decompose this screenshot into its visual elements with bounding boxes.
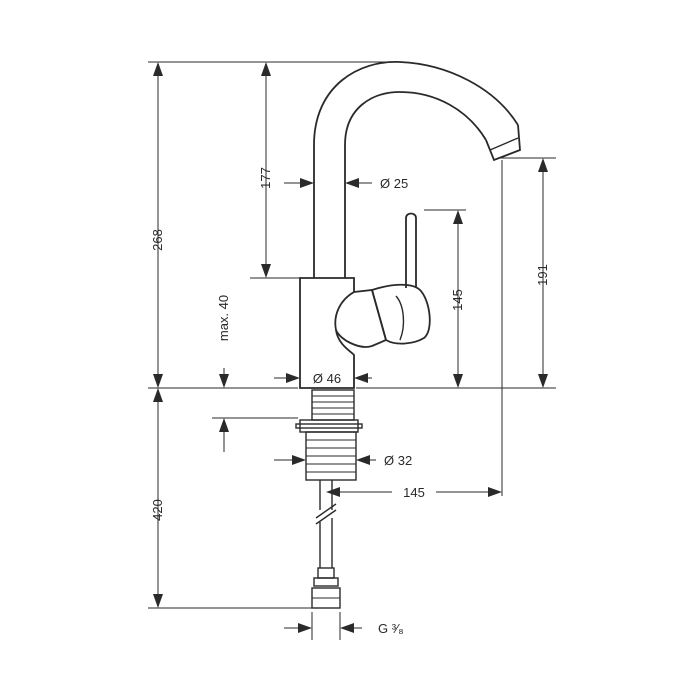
thread-shank [295, 389, 363, 481]
spout-outer [313, 61, 519, 278]
faucet-outline [295, 61, 521, 609]
lever-knob-edge [395, 295, 405, 341]
spout-tip [485, 124, 521, 162]
spout-inner [344, 91, 487, 278]
label-height-total: 268 [150, 229, 165, 251]
label-hose-length: 420 [150, 499, 165, 521]
dimension-labels: 268 177 Ø 25 max. 40 Ø 46 145 191 Ø 32 1… [150, 167, 550, 636]
spout-tip-edge [489, 137, 519, 151]
lever-cartridge [335, 289, 388, 348]
supply-hose [311, 480, 341, 609]
extension-lines [148, 61, 556, 640]
label-connection-thread: G ³⁄₈ [378, 621, 404, 636]
label-outlet-height: 191 [535, 264, 550, 286]
label-spout-reach: 145 [403, 485, 425, 500]
lever-knob [370, 283, 431, 345]
label-body-diameter: Ø 46 [313, 371, 341, 386]
label-lever-height: 145 [450, 289, 465, 311]
label-max-deck-thickness: max. 40 [216, 295, 231, 341]
lever-handle [405, 212, 417, 288]
dimension-lines [153, 62, 548, 633]
label-spout-height: 177 [258, 167, 273, 189]
label-shank-diameter: Ø 32 [384, 453, 412, 468]
label-spout-diameter: Ø 25 [380, 176, 408, 191]
